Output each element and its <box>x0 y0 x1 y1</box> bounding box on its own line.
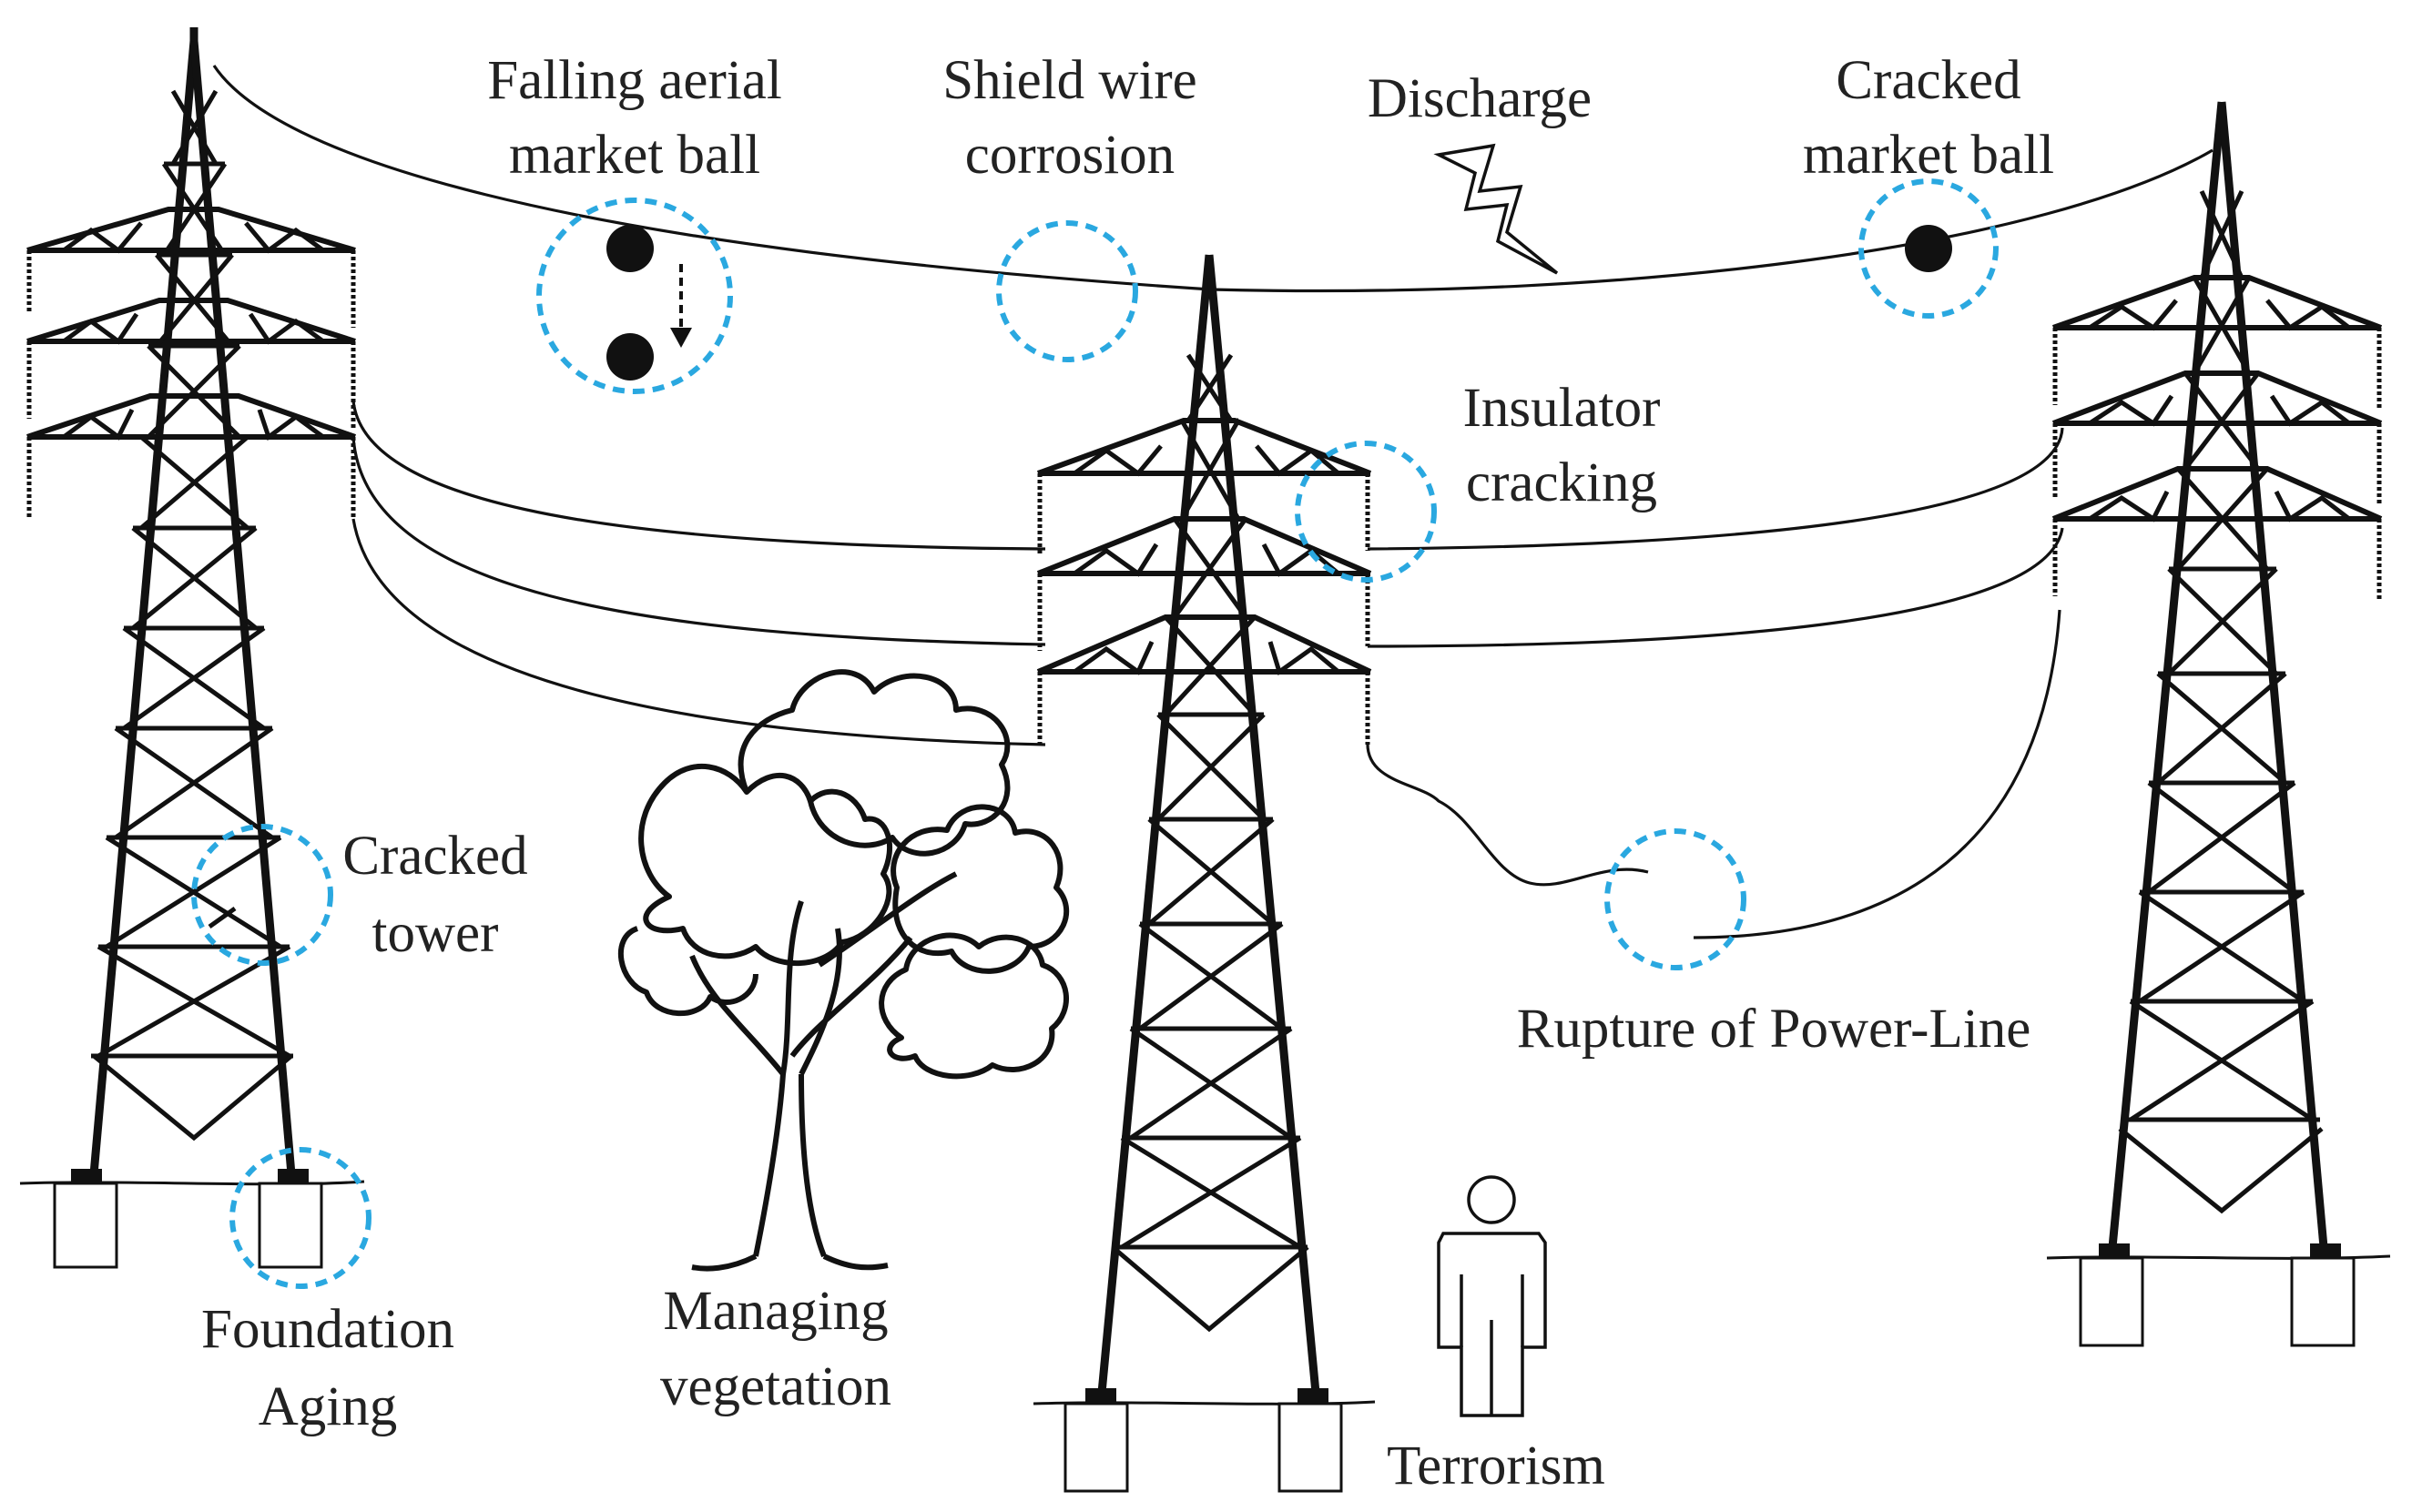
foundation-aging-ring <box>229 1147 371 1289</box>
label-insulator-cracking-1: Insulator <box>1463 378 1661 439</box>
hazard-markers <box>191 143 1999 1289</box>
label-foundation-aging-1: Foundation <box>201 1299 454 1360</box>
cracked-ball-ring <box>1858 178 1999 319</box>
label-terrorism: Terrorism <box>1387 1436 1605 1497</box>
label-falling-ball-2: market ball <box>509 125 760 186</box>
market-ball-icon <box>606 225 654 272</box>
insulator-cracking-ring <box>1295 441 1437 583</box>
labels: Falling aerial market ball Shield wire c… <box>201 50 2054 1497</box>
conductor-ruptured-left <box>1366 741 1649 887</box>
label-cracked-tower-1: Cracked <box>342 826 527 887</box>
power-lines <box>212 65 2214 939</box>
falling-ball-ring <box>536 198 733 394</box>
tree-icon <box>618 669 1070 1272</box>
conductor-right-middle <box>1367 527 2064 648</box>
cracked-tower-ring <box>191 824 333 966</box>
market-ball-icon <box>1905 225 1952 272</box>
rupture-ring <box>1604 828 1746 970</box>
shield-corrosion-ring <box>996 220 1138 362</box>
label-vegetation-1: Managing <box>663 1281 888 1342</box>
label-cracked-ball-1: Cracked <box>1836 50 2020 111</box>
conductor-left-middle <box>351 436 1046 646</box>
tower-right <box>2046 101 2391 1347</box>
tower-left <box>19 27 365 1269</box>
conductor-ruptured-right <box>1693 609 2061 939</box>
label-vegetation-2: vegetation <box>660 1356 891 1417</box>
label-foundation-aging-2: Aging <box>259 1376 398 1437</box>
conductor-left-upper <box>351 400 1046 551</box>
conductor-left-lower <box>351 518 1046 746</box>
label-insulator-cracking-2: cracking <box>1466 452 1657 513</box>
person-icon <box>1437 1175 1547 1417</box>
label-cracked-tower-2: tower <box>372 903 499 964</box>
tower-middle <box>1033 254 1376 1493</box>
label-shield-corrosion-2: corrosion <box>965 125 1175 186</box>
lightning-icon <box>1433 143 1559 275</box>
label-discharge: Discharge <box>1368 68 1592 129</box>
label-rupture: Rupture of Power-Line <box>1517 999 2031 1060</box>
conductor-right-upper <box>1367 427 2064 551</box>
label-cracked-ball-2: market ball <box>1803 125 2054 186</box>
label-shield-corrosion-1: Shield wire <box>942 50 1197 111</box>
market-ball-icon <box>606 333 654 381</box>
label-falling-ball-1: Falling aerial <box>487 50 782 111</box>
